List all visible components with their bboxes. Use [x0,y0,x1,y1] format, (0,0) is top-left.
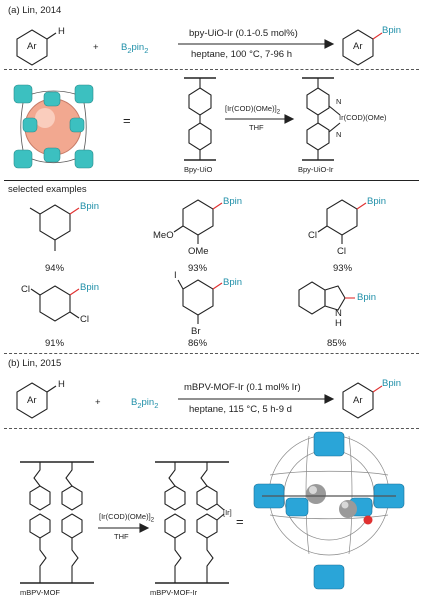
ex2-yield: 93% [188,263,208,274]
b2pin2-b: B2pin2 [131,397,159,410]
solid-divider-a [4,180,419,181]
section-a-header: (a) Lin, 2014 [8,5,62,16]
ex1-bpin: Bpin [80,201,100,212]
ex3-cl-1: Cl [308,230,317,241]
mbpv-mof-ir-label: mBPV-MOF-Ir [150,588,198,597]
mbpv-mof-crystal-illustration [253,431,405,590]
ex6-h: H [335,318,342,329]
dashed-divider-a-top [4,69,419,70]
ex3-bpin: Bpin [367,196,387,207]
bpy-uio-ir-label: Bpy-UiO-Ir [298,165,334,174]
dashed-divider-b-top [4,353,419,354]
reaction-arrow-a [178,39,335,49]
ex4-cl-1: Cl [21,284,30,295]
example-6-structure [298,281,355,315]
ex5-yield: 86% [188,338,208,349]
condition-bottom-b: heptane, 115 °C, 5 h-9 d [189,404,292,415]
ex5-i: I [174,270,177,281]
mbpv-linker-left [20,461,94,584]
section-b-header: (b) Lin, 2015 [8,358,62,369]
example-1-structure [29,204,80,251]
ex4-yield: 91% [45,338,65,349]
plus-b: + [95,397,101,408]
ir-bracket-label: [Ir] [223,508,232,517]
bpin-product-a: Bpin [382,25,402,36]
ex2-bpin: Bpin [223,196,243,207]
ex6-n: N [335,308,342,319]
bpy-linker-left [184,77,216,161]
condition-top-b: mBPV-MOF-Ir (0.1 mol% Ir) [184,382,301,393]
equals-b: = [236,514,244,529]
n-label-1: N [336,97,342,106]
arrow-reagent-bottom-b: THF [114,532,129,541]
ex6-yield: 85% [327,338,347,349]
reaction-arrow-b [178,394,335,404]
bpy-ir-linker-right [302,77,341,161]
ex4-bpin: Bpin [80,282,100,293]
example-2-structure [173,199,223,244]
benzene-ring-reactant-a [16,29,57,66]
reaction-arrow-bpy [225,114,295,124]
bpin-product-b: Bpin [382,378,402,389]
h-label-b: H [58,379,65,390]
ar-label-product-b: Ar [353,395,363,406]
arrow-reagent-top-a: [Ir(COD)(OMe)]2 [225,104,281,116]
ex5-br: Br [191,326,201,337]
ex2-meo: MeO [153,230,174,241]
arrow-reagent-top-b: [Ir(COD)(OMe)]2 [99,512,155,524]
ex1-yield: 94% [45,263,65,274]
uio-mof-illustration [13,84,94,169]
h-label-a: H [58,26,65,37]
example-3-structure [317,199,367,244]
condition-bottom-a: heptane, 100 °C, 7-96 h [191,49,292,60]
b2pin2-a: B2pin2 [121,42,149,55]
ex3-yield: 93% [333,263,353,274]
ar-label-product-a: Ar [353,41,363,52]
ex6-bpin: Bpin [357,292,377,303]
bpy-uio-label: Bpy-UiO [184,165,213,174]
example-4-structure [30,285,80,322]
equals-a: = [123,113,131,128]
selected-examples-label: selected examples [8,184,87,195]
mbpv-ir-linker-right [155,461,229,584]
n-label-2: N [336,130,342,139]
arrow-reagent-bottom-a: THF [249,123,264,132]
ex4-cl-2: Cl [80,314,89,325]
condition-top-a: bpy-UiO-Ir (0.1-0.5 mol%) [189,28,298,39]
dashed-divider-b-mid [4,428,419,429]
benzene-ring-product-b [342,382,383,419]
ir-cod-ome-label: Ir(COD)(OMe) [339,113,387,122]
ex5-bpin: Bpin [223,277,243,288]
example-5-structure [177,279,223,324]
ex2-ome: OMe [188,246,209,257]
benzene-ring-product-a [342,29,383,66]
ar-label-reactant-b: Ar [27,395,37,406]
reaction-arrow-mbpv [98,523,150,533]
ex3-cl-2: Cl [337,246,346,257]
plus-a: + [93,42,99,53]
ar-label-reactant-a: Ar [27,41,37,52]
benzene-ring-reactant-b [16,382,57,419]
mbpv-mof-label: mBPV-MOF [20,588,61,597]
